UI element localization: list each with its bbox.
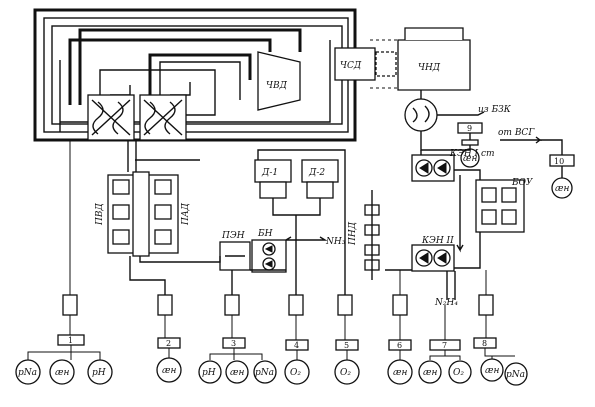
bn-label: БН [257, 229, 273, 239]
station-9-num: 9 [467, 124, 472, 133]
turbine-csd: ЧСД [334, 47, 376, 81]
station-3-num: 3 [231, 339, 236, 348]
turbine-cnd: ЧНД [397, 27, 471, 91]
deaerator-header [257, 149, 346, 300]
station-9-instr: æн [463, 154, 477, 164]
moisture-separator [370, 39, 400, 89]
instrument-circles: pNa æн pH æн pH æн pNa O₂ O₂ æн æн O₂ [15, 345, 528, 386]
station-1-instr-a: pNa [18, 368, 37, 378]
steam-generator-2 [139, 94, 187, 141]
n2h4-injection: N₂H₄ [434, 271, 458, 308]
station-2-instr: æн [162, 366, 176, 376]
pnd-label: ПНД [348, 221, 358, 246]
cnd-label: ЧНД [418, 63, 441, 73]
station-boxes: 1 2 3 4 5 6 7 8 [57, 334, 497, 351]
condensate-pumps-stage2: КЭН II [385, 232, 481, 272]
steam-generator-1 [87, 94, 135, 141]
station-7-num: 7 [442, 341, 447, 350]
station-5-instr: O₂ [340, 368, 351, 378]
station-8-instr-a: æн [485, 366, 499, 376]
cvd-label: ЧВД [266, 81, 288, 91]
station-8-instr-b: pNa [506, 370, 525, 380]
station-2-num: 2 [166, 339, 171, 348]
sample-coolers [62, 294, 494, 340]
pvd-label: ПВД [95, 203, 105, 226]
station-10-num: 10 [554, 157, 564, 166]
pvd-pad-heaters: ПВД ПАД [95, 140, 221, 300]
station-1-instr-c: pH [92, 368, 106, 378]
kein2-label: КЭН II [421, 236, 454, 246]
pnd-heaters: ПНД [348, 190, 380, 280]
station-6-instr: æн [393, 368, 407, 378]
station-7-instr-b: O₂ [453, 368, 464, 378]
station-4-num: 4 [294, 341, 299, 350]
pen-label: ПЭН [221, 231, 245, 241]
station-10: от ВСГ 10 æн [498, 128, 575, 199]
station-6-num: 6 [397, 341, 402, 350]
from-bzk-label: из БЗК [478, 105, 512, 115]
turbine-cvd: ЧВД [257, 51, 301, 111]
nh3-injection: NH₃ [285, 215, 346, 300]
station-3-instr-c: pNa [255, 368, 274, 378]
deaerator-outlet [272, 198, 321, 216]
station-1-instr-b: æн [55, 368, 69, 378]
station-3-instr-a: pH [202, 368, 216, 378]
bn-pumps: БН [251, 229, 287, 273]
station-4-instr: O₂ [290, 368, 301, 378]
station-7-instr-a: æн [423, 368, 437, 378]
boy-filters: БОУ [454, 169, 534, 253]
pen-pump: ПЭН [219, 231, 251, 271]
csd-label: ЧСД [340, 61, 362, 71]
from-vsg-label: от ВСГ [498, 128, 535, 138]
station-8-num: 8 [482, 339, 487, 348]
deaerator-d1: Д-1 [254, 159, 292, 199]
condenser: из БЗК [404, 90, 512, 132]
d1-label: Д-1 [261, 168, 278, 178]
d2-label: Д-2 [308, 168, 325, 178]
station-5-num: 5 [344, 341, 349, 350]
nh3-label: NH₃ [325, 237, 346, 247]
boy-label: БОУ [511, 178, 534, 188]
n2h4-label: N₂H₄ [434, 298, 458, 308]
deaerator-d2: Д-2 [301, 159, 339, 199]
station-1-num: 1 [68, 336, 73, 345]
condensate-pumps-stage1: КЭН I ст [411, 149, 495, 182]
kein-label: КЭН I ст [449, 149, 495, 159]
pad-label: ПАД [181, 202, 191, 226]
station-10-instr: æн [555, 184, 569, 194]
station-3-instr-b: æн [230, 368, 244, 378]
